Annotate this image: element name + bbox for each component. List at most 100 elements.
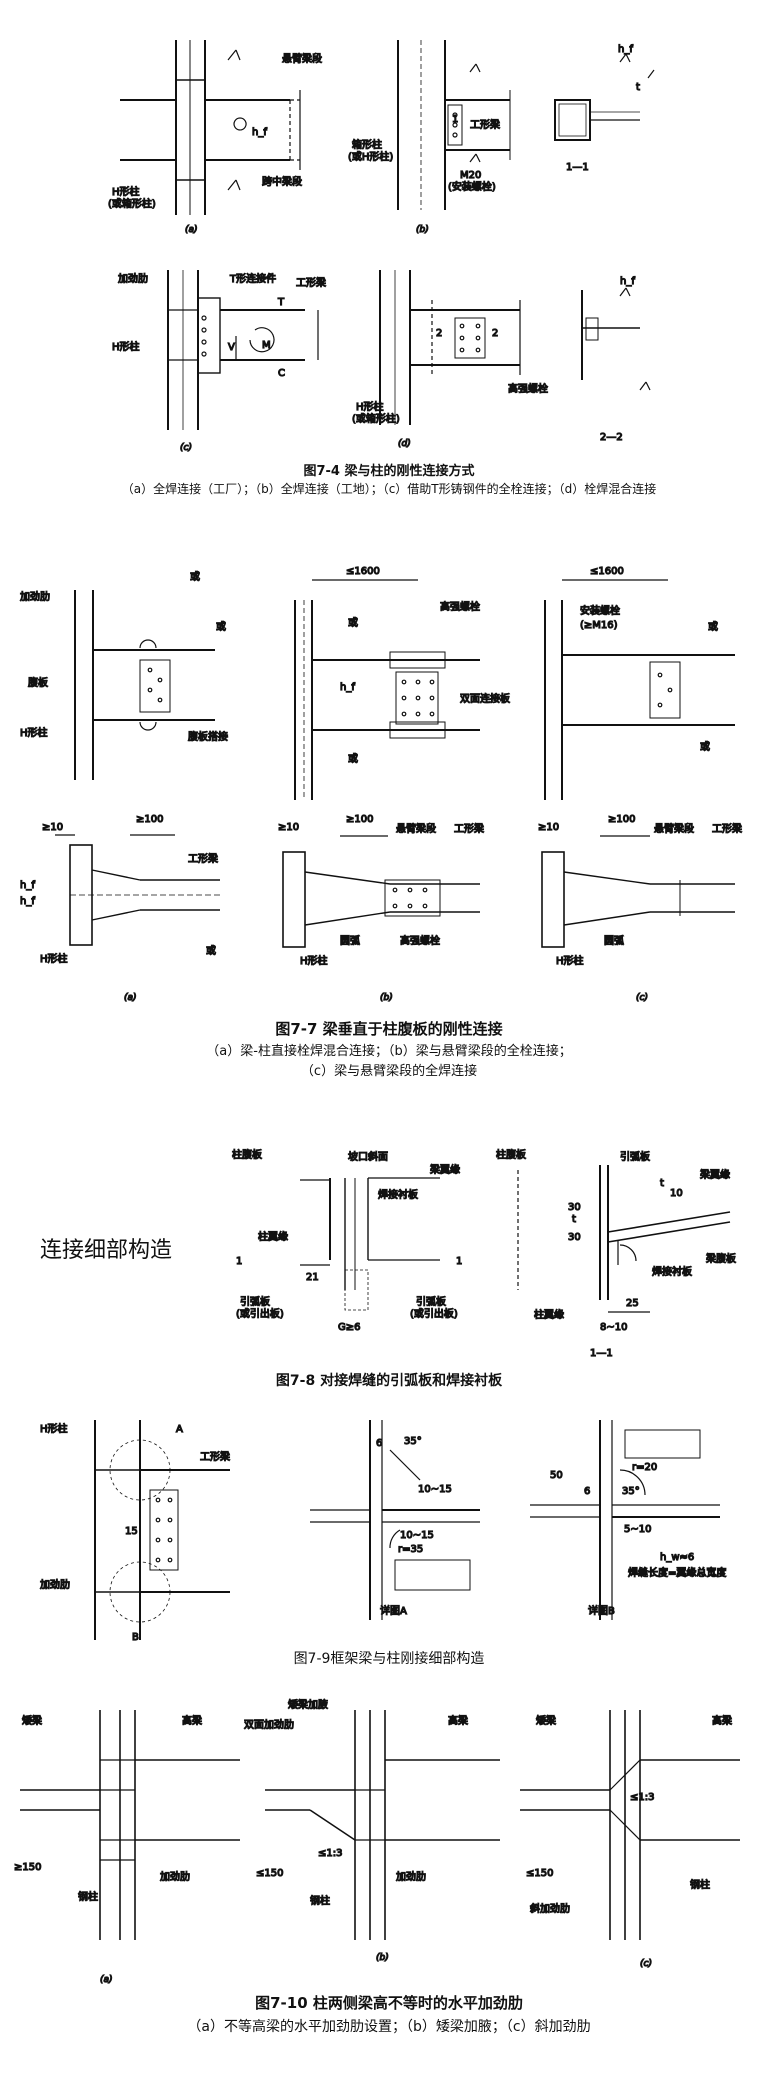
fig77-a-hf1: h_f [20, 880, 35, 891]
fig78-r-beamweb: 梁腹板 [706, 1252, 736, 1265]
fig74-b-one-label: 1 [452, 114, 458, 125]
fig77-c-inst: 安装螺栓 [580, 604, 620, 617]
fig710-c-lowbeam: 矮梁 [536, 1714, 556, 1727]
fig74-b-hf-label: h_f [618, 44, 633, 55]
fig77-a-sub: (a) [124, 993, 137, 1003]
fig79-A: A [176, 1424, 183, 1435]
fig74-note: （a）全焊连接（工厂）；（b）全焊连接（工地）；（c）借助T形铸钢件的全栓连接；… [121, 482, 657, 496]
fig710-b-col: 钢柱 [310, 1894, 330, 1907]
fig74-a-hf-label: h_f [252, 127, 267, 138]
fig77-a-bottom-drawing [55, 834, 220, 946]
fig77-a-hcol-label: H形柱 [20, 726, 48, 739]
fig78-r-colweb: 柱腹板 [496, 1148, 526, 1161]
fig77-c-tbeam: 工形梁 [712, 822, 742, 835]
fig79-a-1015b: 10~15 [400, 1530, 434, 1541]
fig79-b-title: 详图B [588, 1604, 615, 1617]
fig79-b-len: 焊缝长度=翼缘总宽度 [628, 1566, 726, 1579]
fig77-c-le1600: ≤1600 [590, 566, 624, 577]
fig77-a-lap-label: 腹板搭接 [188, 730, 228, 743]
fig74-d-hcol2-label: (或箱形柱) [352, 412, 400, 425]
fig78-r-colfl: 柱翼缘 [534, 1308, 564, 1321]
fig74-a-mid-label: 跨中梁段 [262, 175, 302, 188]
fig710-c-slope: ≤1:3 [630, 1792, 654, 1803]
fig74-d-two-left: 2 [436, 328, 442, 339]
fig710-b-sub: (b) [376, 1953, 389, 1963]
fig710-b-stiff: 加劲肋 [396, 1870, 426, 1883]
fig77-b-sub: (b) [380, 993, 393, 1003]
fig78-r-10: 10 [670, 1188, 683, 1199]
fig710-c-col: 钢柱 [690, 1878, 710, 1891]
fig710-c-sub: (c) [640, 1959, 652, 1969]
fig77-line1: （a）梁-柱直接栓焊混合连接；（b）梁与悬臂梁段的全栓连接； [206, 1044, 572, 1059]
fig77-b-or2: 或 [348, 753, 358, 765]
fig77-a-top-drawing [74, 590, 215, 780]
fig77-a-hcol2: H形柱 [40, 952, 68, 965]
fig74-d-two-right: 2 [492, 328, 498, 339]
fig74-c-hcol-label: H形柱 [112, 340, 140, 353]
fig79-a-1015: 10~15 [418, 1484, 452, 1495]
fig79-B: B [132, 1632, 139, 1643]
fig77-a-or2: 或 [216, 621, 226, 633]
fig77-b-tbeam: 工形梁 [454, 822, 484, 835]
fig74-d-hcol-label: H形柱 [356, 400, 384, 413]
fig77-b-ge100: ≥100 [346, 814, 373, 825]
fig77-b-hcol: H形柱 [300, 954, 328, 967]
fig77-b-hsb: 高强螺栓 [440, 600, 480, 613]
fig74-b-sub: (b) [416, 225, 429, 235]
fig77-a-tbeam: 工形梁 [188, 852, 218, 865]
fig710-c-diag: 斜加劲肋 [530, 1902, 570, 1915]
fig79-b-510: 5~10 [624, 1524, 651, 1535]
fig78-r-backing: 焊接衬板 [652, 1265, 692, 1278]
fig78-r-beamfl: 梁翼缘 [700, 1168, 730, 1181]
fig74-d-sub: (d) [398, 439, 411, 449]
fig74-a-sub: (a) [185, 225, 198, 235]
fig74-b-bolt-label: M20 [460, 170, 481, 181]
fig77-title: 图7-7 梁垂直于柱腹板的刚性连接 [275, 1020, 503, 1038]
fig710-a-ge150: ≥150 [14, 1862, 41, 1873]
fig77-a-ge100: ≥100 [136, 814, 163, 825]
fig79-a-r35: r=35 [398, 1544, 423, 1555]
fig74-b-box2-label: (或H形柱) [348, 150, 393, 163]
fig77-b-ge10: ≥10 [278, 822, 299, 833]
fig79-a-title: 详图A [380, 1604, 407, 1617]
fig78-r-runoff: 引弧板 [620, 1150, 650, 1163]
fig710-c-le150: ≤150 [526, 1868, 553, 1879]
fig74-title: 图7-4 梁与柱的刚性连接方式 [303, 464, 475, 479]
fig78-r-t: t [572, 1214, 576, 1225]
fig74-a-hcol2-label: (或箱形柱) [108, 197, 156, 210]
fig77-c-ge10: ≥10 [538, 822, 559, 833]
fig78-r-t2: t [660, 1178, 664, 1189]
fig77-a-hf2: h_f [20, 896, 35, 907]
fig79-hcol: H形柱 [40, 1422, 68, 1435]
fig74-b-section-label: 1—1 [566, 162, 589, 173]
fig78-r-30: 30 [568, 1202, 581, 1213]
fig710-title: 图7-10 柱两侧梁高不等时的水平加劲肋 [255, 1994, 523, 2012]
fig78-runoff: 引弧板 [240, 1295, 270, 1308]
fig77-c-or2: 或 [700, 741, 710, 753]
fig78-beamfl: 梁翼缘 [430, 1163, 460, 1176]
fig77-b-top-drawing [294, 579, 480, 800]
fig78-runoff2: (或引出板) [236, 1307, 284, 1320]
fig710-c-drawing [520, 1710, 740, 1940]
fig78-g: G≥6 [338, 1322, 361, 1333]
fig710-b-haunch: 矮梁加腋 [288, 1698, 328, 1711]
fig710-a-stiff: 加劲肋 [160, 1870, 190, 1883]
fig78-r-30b: 30 [568, 1232, 581, 1243]
fig78-right-drawing [517, 1165, 731, 1313]
fig74-a-cantilever-label: 悬臂梁段 [282, 52, 322, 65]
fig77-c-arc: 圆弧 [604, 934, 624, 947]
fig74-d-hsb-label: 高强螺栓 [508, 382, 548, 395]
fig74-c-sub: (c) [180, 443, 192, 453]
fig77-c-hcol: H形柱 [556, 954, 584, 967]
fig79-b-r20: r=20 [632, 1462, 657, 1473]
fig79-title: 图7-9框架梁与柱刚接细部构造 [293, 1651, 485, 1667]
fig710-a-highbeam: 高梁 [182, 1714, 202, 1727]
fig79-b-6: 6 [584, 1486, 590, 1497]
fig74-c-C-label: C [278, 368, 285, 379]
fig77-b-bottom-drawing [282, 835, 480, 948]
fig74-d-section-label: 2—2 [600, 432, 623, 443]
fig710-a-col: 钢柱 [78, 1890, 98, 1903]
fig710-c-highbeam: 高梁 [712, 1714, 732, 1727]
